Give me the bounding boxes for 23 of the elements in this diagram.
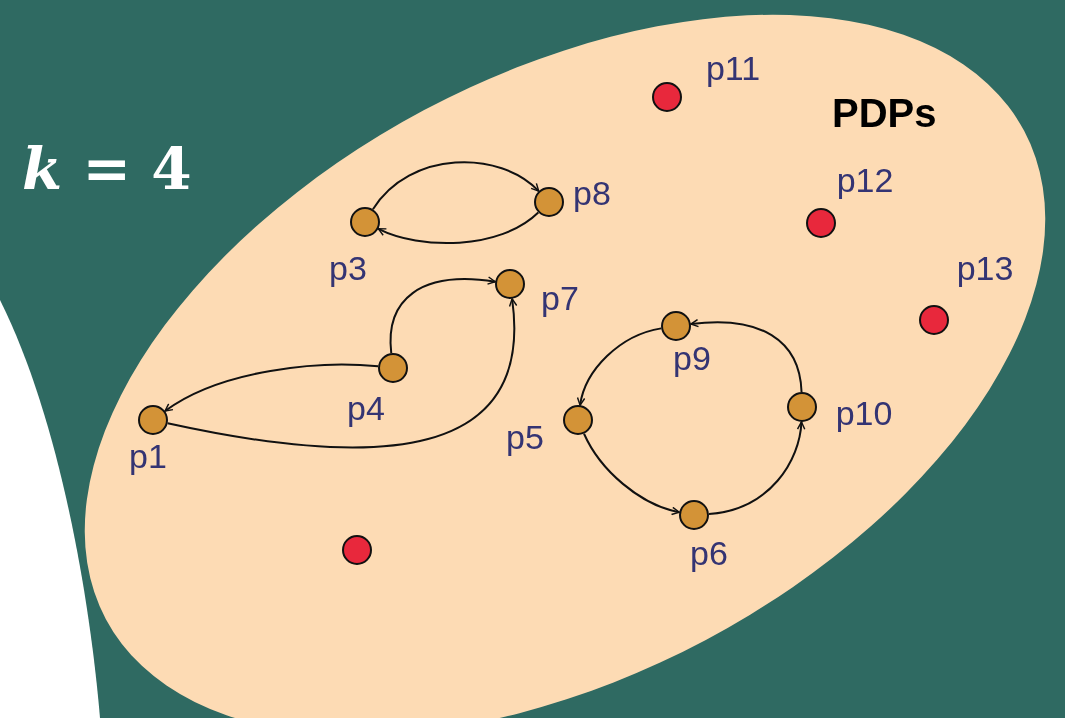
point-label: p10 bbox=[835, 393, 893, 433]
title-text: k = 4 bbox=[22, 135, 192, 203]
arrow bbox=[689, 319, 803, 393]
point-label: p11 bbox=[705, 48, 761, 88]
point-label: p5 bbox=[506, 417, 544, 457]
point-label: p3 bbox=[329, 248, 367, 288]
point-label: p6 bbox=[690, 533, 728, 573]
arrow bbox=[389, 276, 497, 355]
point-label: p7 bbox=[541, 278, 579, 318]
region-label: PDPs bbox=[832, 91, 937, 136]
arrow bbox=[164, 363, 380, 413]
point-label: p9 bbox=[673, 338, 711, 378]
arrow bbox=[371, 161, 540, 211]
arrow bbox=[377, 211, 540, 245]
arrow bbox=[166, 297, 517, 449]
point-label: p13 bbox=[956, 248, 1014, 288]
point-label: p1 bbox=[129, 436, 167, 476]
arrow bbox=[707, 421, 806, 515]
point-label: p4 bbox=[347, 388, 385, 428]
arrow bbox=[583, 432, 681, 515]
point-label: p8 bbox=[573, 173, 611, 213]
arrow bbox=[577, 327, 663, 407]
point-label: p12 bbox=[836, 160, 894, 200]
